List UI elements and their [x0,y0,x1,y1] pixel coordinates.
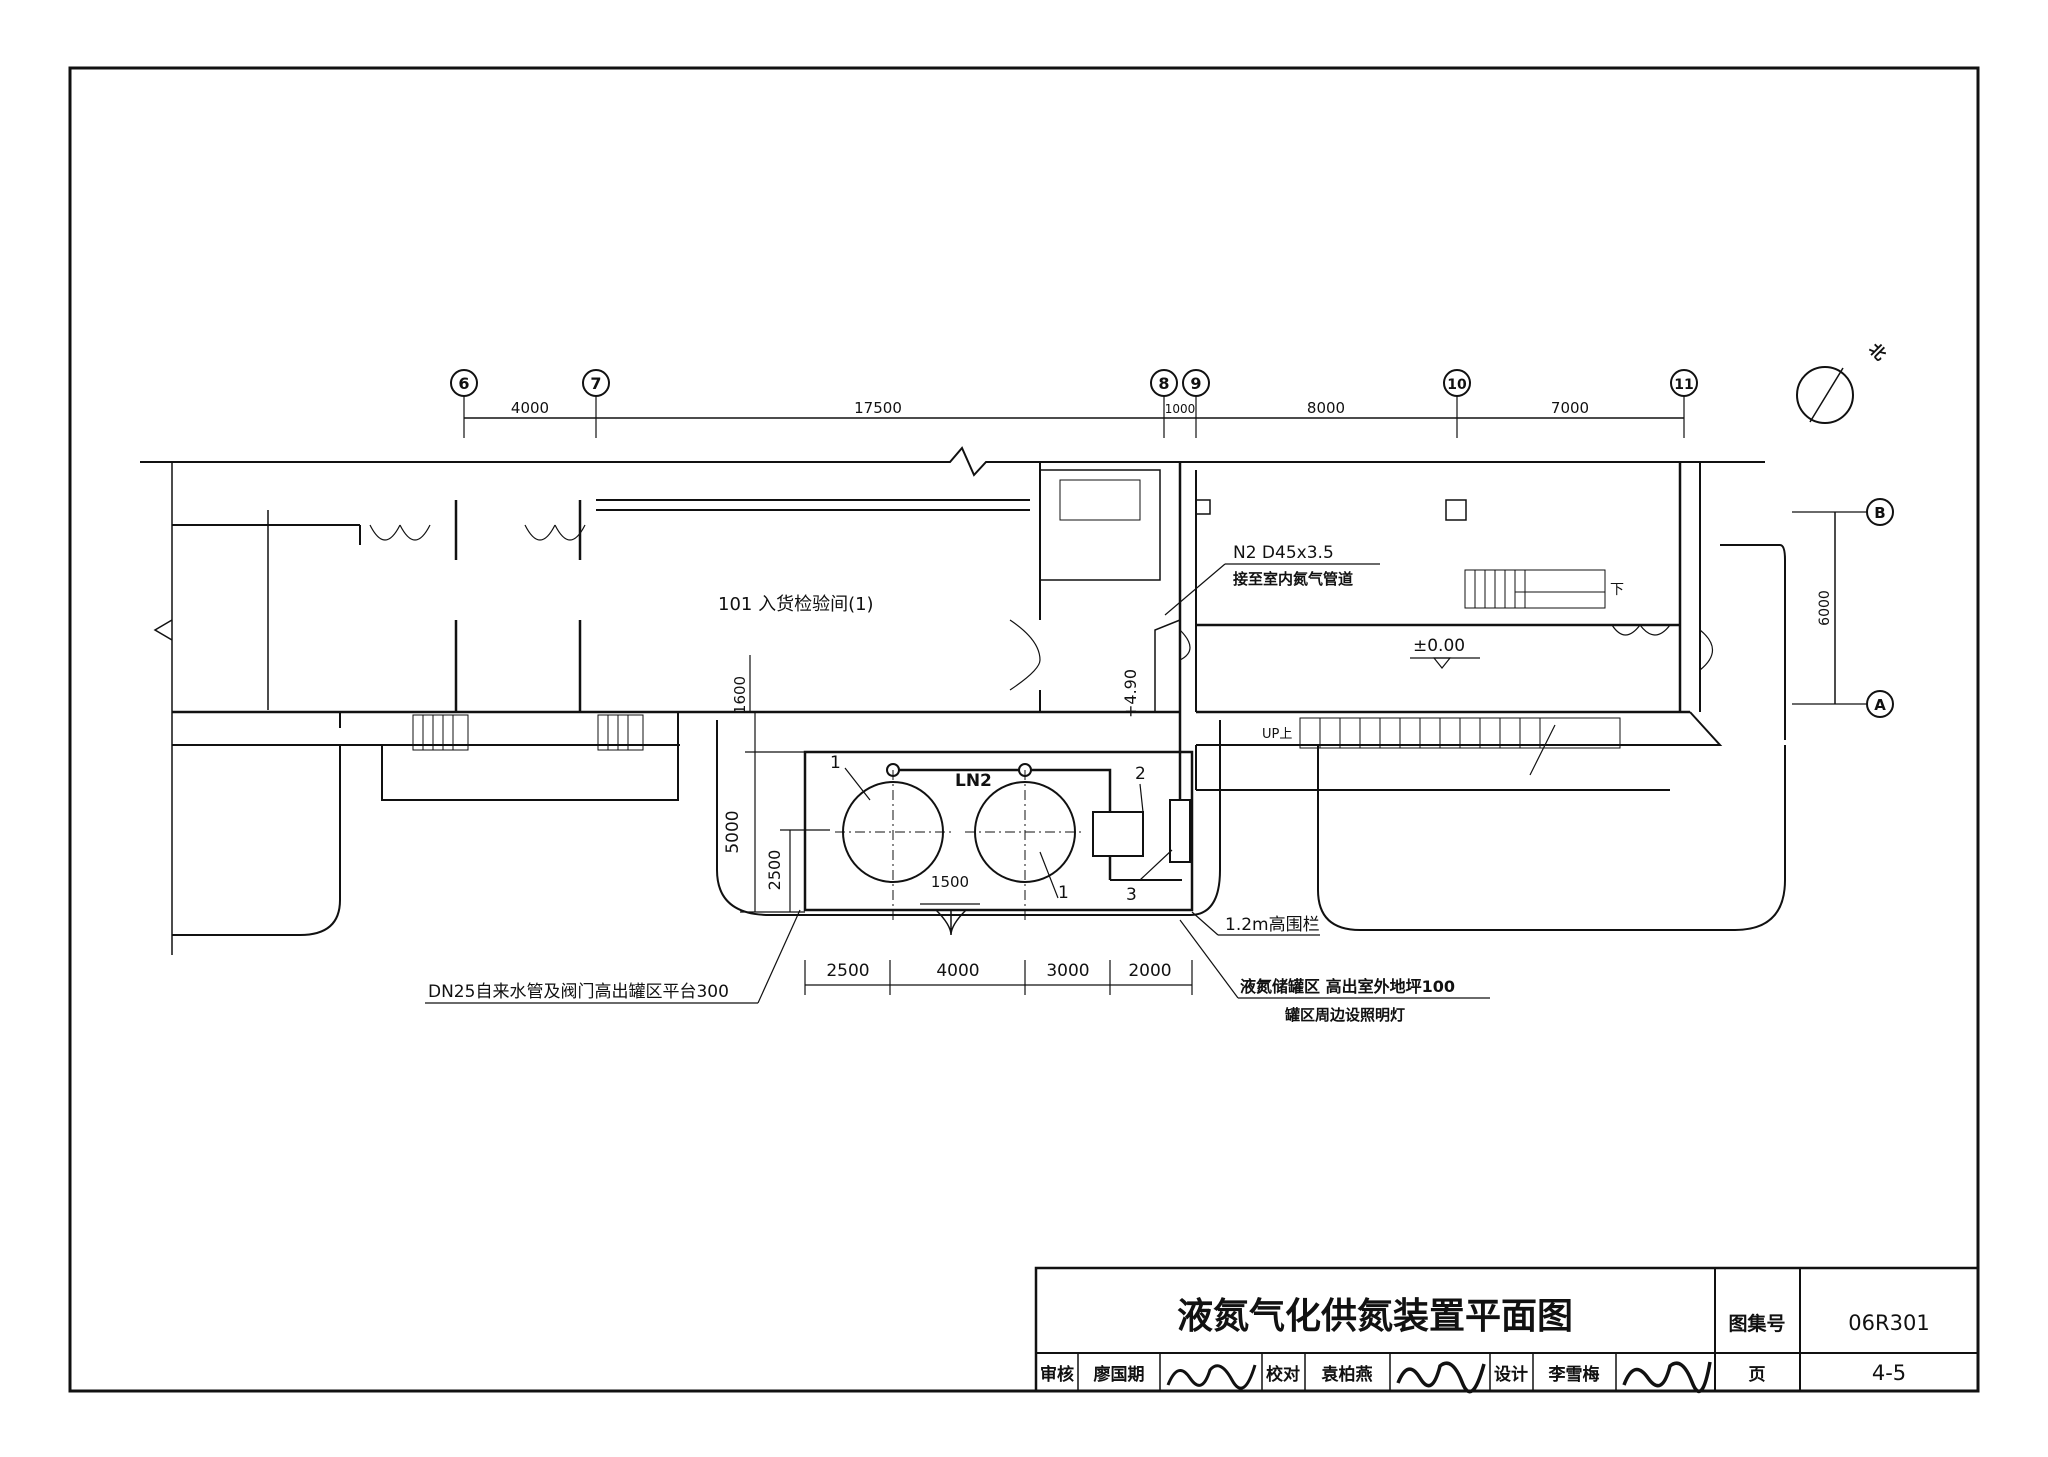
yard-dim-lines [740,655,1193,995]
dim-bottom-2000: 2000 [1128,961,1171,981]
axis-bubble-7: 7 [582,369,610,397]
callout-2: 2 [1135,764,1146,784]
axis-bubble-9: 9 [1182,369,1210,397]
north-label: 北 [1865,339,1890,364]
right-dimension-line [1792,511,1867,705]
callout-tank-1 [844,767,871,801]
dim-2500-vertical: 2500 [765,850,784,891]
callout-1-left: 1 [830,753,841,773]
dim-8000: 8000 [1307,399,1345,417]
vaporizer-2 [1092,811,1144,857]
axis-bubble-8: 8 [1150,369,1178,397]
tank-yard [716,619,1221,936]
review-label: 审核 [1040,1364,1074,1385]
dim-bottom-2500: 2500 [826,961,869,981]
designer-name: 李雪梅 [1549,1364,1600,1385]
dim-4000: 4000 [511,399,549,417]
dim-1600: 1600 [731,676,749,714]
water-pipe-label: DN25自来水管及阀门高出罐区平台300 [428,982,729,1002]
dim-1500: 1500 [931,873,969,891]
svg-text:8: 8 [1158,374,1169,393]
dim-6000: 6000 [1817,590,1833,626]
n2-pipe-label: N2 D45x3.5 [1233,543,1334,563]
checker-signature [1396,1361,1486,1394]
design-label: 设计 [1494,1364,1528,1385]
elevation-zero: ±0.00 [1413,636,1465,656]
checker-name: 袁柏燕 [1321,1364,1373,1385]
dim-1000: 1000 [1165,402,1196,416]
page-label: 页 [1749,1365,1766,1385]
svg-text:10: 10 [1447,377,1467,393]
designer-signature [1622,1361,1712,1394]
dim-17500: 17500 [854,399,902,417]
dim-7000: 7000 [1551,399,1589,417]
dim-5000: 5000 [723,810,743,853]
ln2-label: LN2 [955,771,992,791]
reviewer-name: 廖国期 [1094,1364,1145,1385]
yard-gate [935,909,967,936]
callout-3: 3 [1126,885,1137,905]
svg-text:A: A [1874,696,1886,714]
callout-1-right: 1 [1058,883,1069,903]
room-label: 101 入货检验间(1) [718,594,874,615]
regulator-3 [1169,799,1191,863]
axis-bubble-10: 10 [1443,369,1471,397]
stair-down-label: 下 [1610,582,1624,598]
atlas-number: 06R301 [1848,1311,1929,1335]
axis-bubble-A: A [1866,690,1894,718]
n2-pipe-note: 接至室内氮气管道 [1233,570,1353,588]
top-dimension-line [463,396,1685,438]
building-plan [140,446,1786,955]
axis-bubble-6: 6 [450,369,478,397]
tank-area-label: 液氮储罐区 高出室外地坪100 [1240,977,1455,996]
callout-tank-1b [1039,851,1059,899]
atlas-label: 图集号 [1728,1312,1785,1335]
lighting-label: 罐区周边设照明灯 [1284,1006,1405,1024]
stair-up-label: UP上 [1262,727,1292,742]
callout-regulator [1139,849,1173,881]
north-arrow [1796,366,1854,424]
page-number: 4-5 [1872,1361,1906,1385]
callout-vaporizer [1139,783,1144,813]
svg-text:11: 11 [1674,377,1693,393]
elevation-490: +4.90 [1121,669,1140,718]
axis-bubble-11: 11 [1670,369,1698,397]
svg-text:9: 9 [1190,374,1201,393]
axis-bubble-B: B [1866,498,1894,526]
svg-text:B: B [1874,504,1885,522]
check-label: 校对 [1266,1364,1300,1385]
drawing-title: 液氮气化供氮装置平面图 [1177,1296,1573,1337]
dim-bottom-4000: 4000 [936,961,979,981]
reviewer-signature [1166,1364,1257,1390]
fence-label: 1.2m高围栏 [1225,915,1320,935]
svg-text:6: 6 [458,374,469,393]
sheet-border [68,66,1980,1393]
svg-text:7: 7 [590,374,601,393]
title-block [1034,1266,1980,1393]
dim-bottom-3000: 3000 [1046,961,1089,981]
